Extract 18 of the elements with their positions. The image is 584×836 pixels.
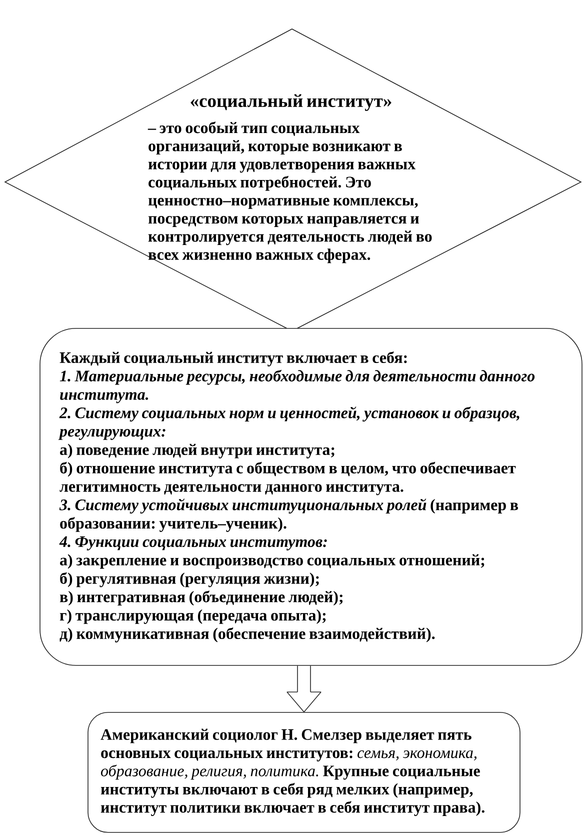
block-arrow bbox=[286, 665, 322, 712]
definition-text: – это особый тип социальных организаций, которые возникают в истории для удовлетворения важных социальных потребностей. Это ценностно–нормативные комплексы, посредством которых направляется и контролируется деятельность людей во всех жизненно важных сферах. bbox=[148, 122, 432, 264]
list-item: 4. Функции социальных институтов: bbox=[59, 536, 327, 550]
list-item: б) отношение института с обществом в целом, что обеспечивает легитимность деятельности данного института. bbox=[60, 462, 516, 496]
paragraph: Американский социолог Н. Смелзер выделяет пять основных социальных институтов: семья, экономика, образование, религия, политика. Крупные социальные институты включают в себя ряд мелких (например, институт политики включает в себя институт права). bbox=[100, 728, 484, 816]
list-item: 1. Материальные ресурсы, необходимые для деятельности данного института. bbox=[60, 370, 535, 404]
list-item: в) интегративная (объединение людей); bbox=[60, 590, 343, 606]
list-item: д) коммуникативная (обеспечение взаимодействий). bbox=[60, 627, 435, 642]
list-item: а) поведение людей внутри института; bbox=[60, 444, 334, 458]
heading: Каждый социальный институт включает в себя: bbox=[60, 351, 407, 366]
list-item: б) регулятивная (регуляция жизни); bbox=[60, 572, 319, 588]
list-item: а) закрепление и воспроизводство социальных отношений; bbox=[60, 554, 484, 569]
rounded-box bbox=[88, 712, 520, 833]
heading: «социальный институт» bbox=[190, 94, 392, 111]
rounded-box bbox=[40, 328, 582, 666]
list-item: 2. Систему социальных норм и ценностей, установок и образцов, регулирующих: bbox=[58, 406, 520, 440]
list-item: 3. Систему устойчивых институциональных ролей (например в образовании: учитель–ученик). bbox=[59, 498, 518, 532]
list-item: г) транслирующая (передача опыта); bbox=[60, 609, 326, 624]
